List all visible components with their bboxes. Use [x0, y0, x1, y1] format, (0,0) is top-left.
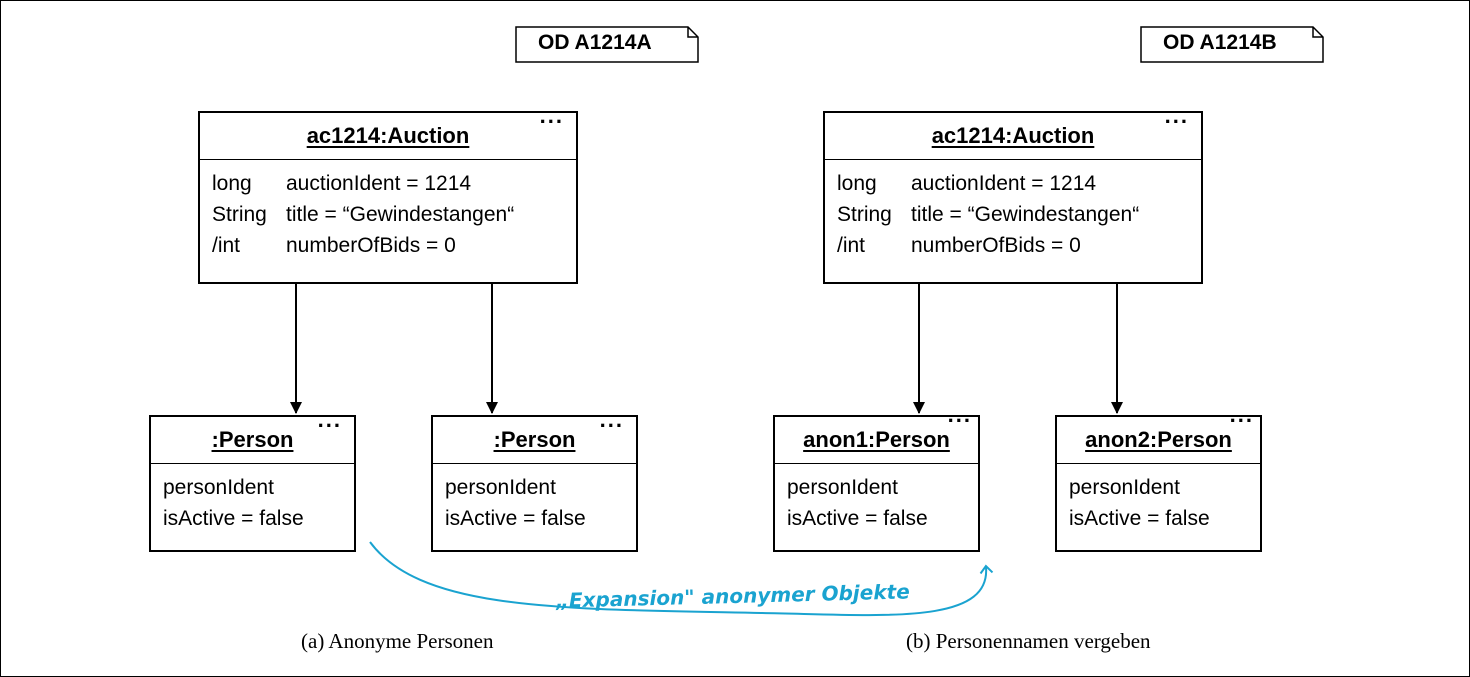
- attribute-list: personIdent isActive = false: [1057, 464, 1260, 534]
- more-dots: ...: [1229, 402, 1254, 427]
- attribute-row: isActive = false: [787, 507, 928, 530]
- attribute-row: personIdent: [787, 476, 898, 499]
- attribute-list: personIdent isActive = false: [151, 464, 354, 534]
- person-object-a2: :Person ... personIdent isActive = false: [431, 407, 638, 552]
- attribute-row: long auctionIdent = 1214: [212, 168, 564, 199]
- attribute-text: auctionIdent = 1214: [911, 172, 1097, 195]
- attribute-type: /int: [837, 234, 866, 257]
- attribute-row: isActive = false: [445, 507, 586, 530]
- auction-object-a: ac1214:Auction ... long auctionIdent = 12…: [198, 103, 578, 284]
- attribute-row: String title = “Gewindestangen“: [212, 199, 564, 230]
- person-object-b2: anon2:Person ... personIdent isActive = …: [1055, 402, 1262, 552]
- expansion-arrow: [369, 541, 994, 617]
- diagram-tag-a: OD A1214A: [516, 28, 698, 60]
- attribute-type: /int: [212, 234, 241, 257]
- attribute-type: long: [212, 172, 252, 195]
- tag-outline-a: [515, 26, 699, 63]
- attribute-text: title = “Gewindestangen“: [911, 203, 1140, 226]
- person-object-b1: anon1:Person ... personIdent isActive = …: [773, 402, 980, 552]
- diagram-tag-b: OD A1214B: [1141, 28, 1323, 60]
- attribute-row: isActive = false: [1069, 507, 1210, 530]
- caption-a: (a) Anonyme Personen: [301, 629, 494, 653]
- more-dots: ...: [599, 407, 624, 432]
- attribute-row: personIdent: [1069, 476, 1180, 499]
- person-object-a1: :Person ... personIdent isActive = false: [149, 407, 356, 552]
- attribute-row: long auctionIdent = 1214: [837, 168, 1189, 199]
- auction-object-b-header: ac1214:Auction ...: [825, 103, 1201, 160]
- person-object-header: :Person ...: [151, 407, 354, 464]
- diagram-tag-a-label: OD A1214A: [538, 31, 652, 54]
- object-name: ac1214:Auction: [306, 123, 470, 148]
- more-dots: ...: [1164, 103, 1189, 128]
- object-name: :Person: [211, 427, 294, 452]
- more-dots: ...: [947, 402, 972, 427]
- auction-object-a-header: ac1214:Auction ...: [200, 103, 576, 160]
- attribute-text: auctionIdent = 1214: [286, 172, 472, 195]
- object-name: ac1214:Auction: [931, 123, 1095, 148]
- tag-outline-b: [1140, 26, 1324, 63]
- more-dots: ...: [539, 103, 564, 128]
- object-name: anon1:Person: [803, 427, 950, 452]
- object-name: anon2:Person: [1085, 427, 1232, 452]
- attribute-type: String: [212, 203, 267, 226]
- attribute-text: numberOfBids = 0: [286, 234, 456, 257]
- attribute-row: isActive = false: [163, 507, 304, 530]
- attribute-text: title = “Gewindestangen“: [286, 203, 515, 226]
- attribute-list: personIdent isActive = false: [433, 464, 636, 534]
- person-object-header: anon2:Person ...: [1057, 402, 1260, 464]
- attribute-row: /int numberOfBids = 0: [212, 230, 564, 261]
- more-dots: ...: [317, 407, 342, 432]
- attribute-row: /int numberOfBids = 0: [837, 230, 1189, 261]
- attribute-list: long auctionIdent = 1214 String title = “G…: [200, 160, 576, 261]
- diagram-tag-b-label: OD A1214B: [1163, 31, 1277, 54]
- auction-object-b: ac1214:Auction ... long auctionIdent = 12…: [823, 103, 1203, 284]
- caption-b: (b) Personennamen vergeben: [906, 629, 1151, 653]
- attribute-list: personIdent isActive = false: [775, 464, 978, 534]
- attribute-row: personIdent: [445, 476, 556, 499]
- attribute-type: long: [837, 172, 877, 195]
- person-object-header: :Person ...: [433, 407, 636, 464]
- person-object-header: anon1:Person ...: [775, 402, 978, 464]
- attribute-type: String: [837, 203, 892, 226]
- attribute-text: numberOfBids = 0: [911, 234, 1081, 257]
- attribute-list: long auctionIdent = 1214 String title = “G…: [825, 160, 1201, 261]
- object-name: :Person: [493, 427, 576, 452]
- attribute-row: personIdent: [163, 476, 274, 499]
- attribute-row: String title = “Gewindestangen“: [837, 199, 1189, 230]
